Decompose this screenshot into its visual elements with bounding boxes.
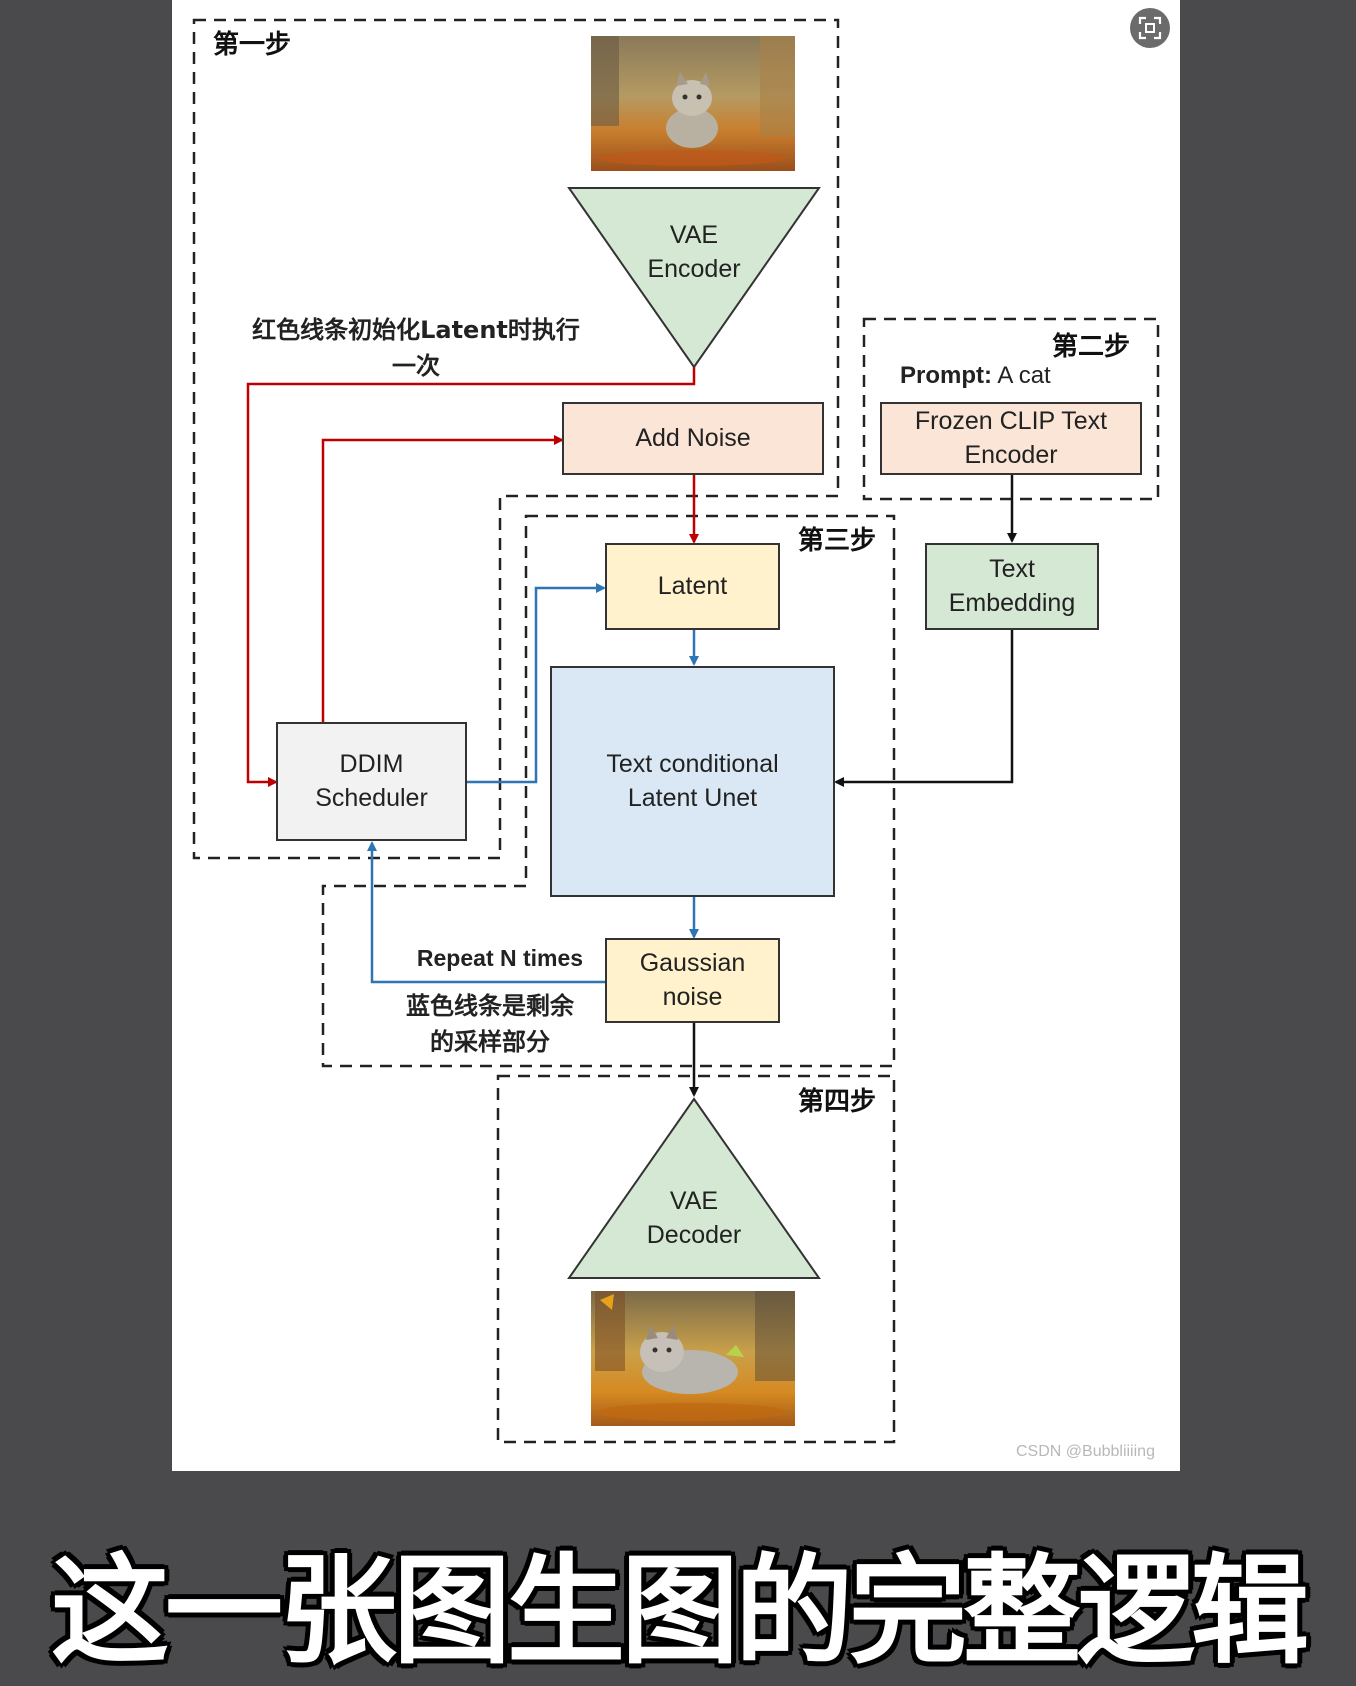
unet-line1: Text conditional: [606, 749, 779, 778]
add-noise-box: Add Noise: [562, 402, 824, 475]
unet-line2: Latent Unet: [627, 783, 758, 812]
step3-label: 第三步: [798, 526, 877, 556]
unet-box: Text conditional Latent Unet: [550, 666, 835, 897]
expand-button[interactable]: [1130, 8, 1170, 48]
expand-icon: [1138, 16, 1162, 40]
red-line-ddim-to-addnoise: [321, 435, 564, 722]
gaussian-line2: noise: [662, 982, 723, 1011]
prompt-label: Prompt:: [900, 362, 992, 389]
blue-line-ddim-to-latent: [467, 583, 606, 784]
black-line-embedding-to-unet: [834, 630, 1014, 787]
watermark: CSDN @Bubbliiiing: [1016, 1443, 1155, 1460]
gaussian-line1: Gaussian: [639, 948, 746, 977]
vae-encoder-shape: [567, 187, 821, 369]
clip-encoder-box: Frozen CLIP Text Encoder: [880, 402, 1142, 475]
text-embedding-line1: Text: [989, 554, 1035, 583]
red-line-note: 红色线条初始化Latent时执行一次: [252, 316, 580, 380]
clip-encoder-line2: Encoder: [964, 440, 1058, 469]
repeat-label: Repeat N times: [416, 945, 584, 971]
vae-decoder-line1: VAE: [669, 1187, 719, 1215]
latent-box: Latent: [605, 543, 780, 630]
ddim-scheduler-box: DDIM Scheduler: [276, 722, 467, 841]
step4-frame: [496, 1074, 896, 1444]
video-caption: 这一张图生图的完整逻辑: [50, 1542, 1309, 1680]
prompt-value: A cat: [992, 362, 1051, 389]
clip-encoder-line1: Frozen CLIP Text: [914, 406, 1108, 435]
prompt-text: Prompt: A cat: [900, 361, 1130, 391]
diagram-graphics: [192, 18, 1160, 1444]
vae-decoder-label: VAE Decoder: [600, 1184, 788, 1252]
input-image: [591, 36, 795, 171]
vae-encoder-label: VAE Encoder: [600, 218, 788, 286]
step2-label: 第二步: [1052, 332, 1131, 362]
step1-label: 第一步: [213, 30, 292, 60]
vae-decoder-line2: Decoder: [646, 1221, 742, 1249]
step1-frame: [192, 18, 840, 860]
vae-encoder-line1: VAE: [669, 221, 719, 249]
ddim-line1: DDIM: [339, 749, 404, 778]
vae-encoder-line2: Encoder: [647, 255, 741, 283]
output-image: [591, 1291, 795, 1426]
blue-line-note: 蓝色线条是剩余的采样部分: [406, 992, 574, 1056]
red-line-encoder-to-ddim: [246, 367, 696, 787]
step3-frame: [321, 514, 896, 1068]
text-embedding-line2: Embedding: [948, 588, 1076, 617]
step4-label: 第四步: [798, 1087, 877, 1117]
text-embedding-box: Text Embedding: [925, 543, 1099, 630]
ddim-line2: Scheduler: [315, 783, 428, 812]
blue-line-gaussian-to-ddim: [367, 841, 605, 984]
vae-decoder-shape: [567, 1097, 821, 1279]
gaussian-noise-box: Gaussian noise: [605, 938, 780, 1023]
